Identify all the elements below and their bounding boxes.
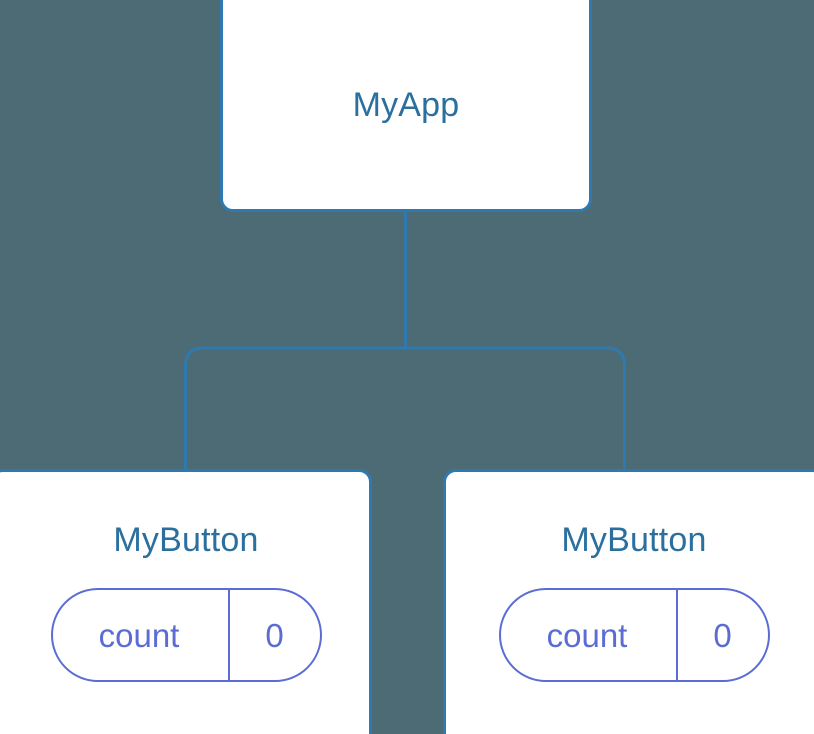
state-pill-count-right[interactable]: count 0	[498, 588, 770, 682]
edge-root-to-child-right	[405, 346, 626, 478]
state-pill-count-left[interactable]: count 0	[50, 588, 322, 682]
state-pill-value: 0	[675, 590, 768, 680]
state-pill-value: 0	[227, 590, 320, 680]
node-mybutton-left-title: MyButton	[113, 521, 259, 559]
node-mybutton-right-content: MyButton count 0	[446, 472, 814, 682]
node-mybutton-right-title: MyButton	[561, 521, 707, 559]
node-myapp[interactable]: MyApp	[220, 0, 592, 212]
edge-root-to-child-left	[184, 346, 406, 478]
state-pill-key: count	[546, 616, 628, 654]
state-pill-key: count	[98, 616, 180, 654]
node-myapp-title: MyApp	[352, 86, 460, 124]
node-mybutton-left-content: MyButton count 0	[0, 472, 374, 682]
node-mybutton-left[interactable]: MyButton count 0	[0, 469, 372, 734]
node-mybutton-right[interactable]: MyButton count 0	[443, 469, 814, 734]
